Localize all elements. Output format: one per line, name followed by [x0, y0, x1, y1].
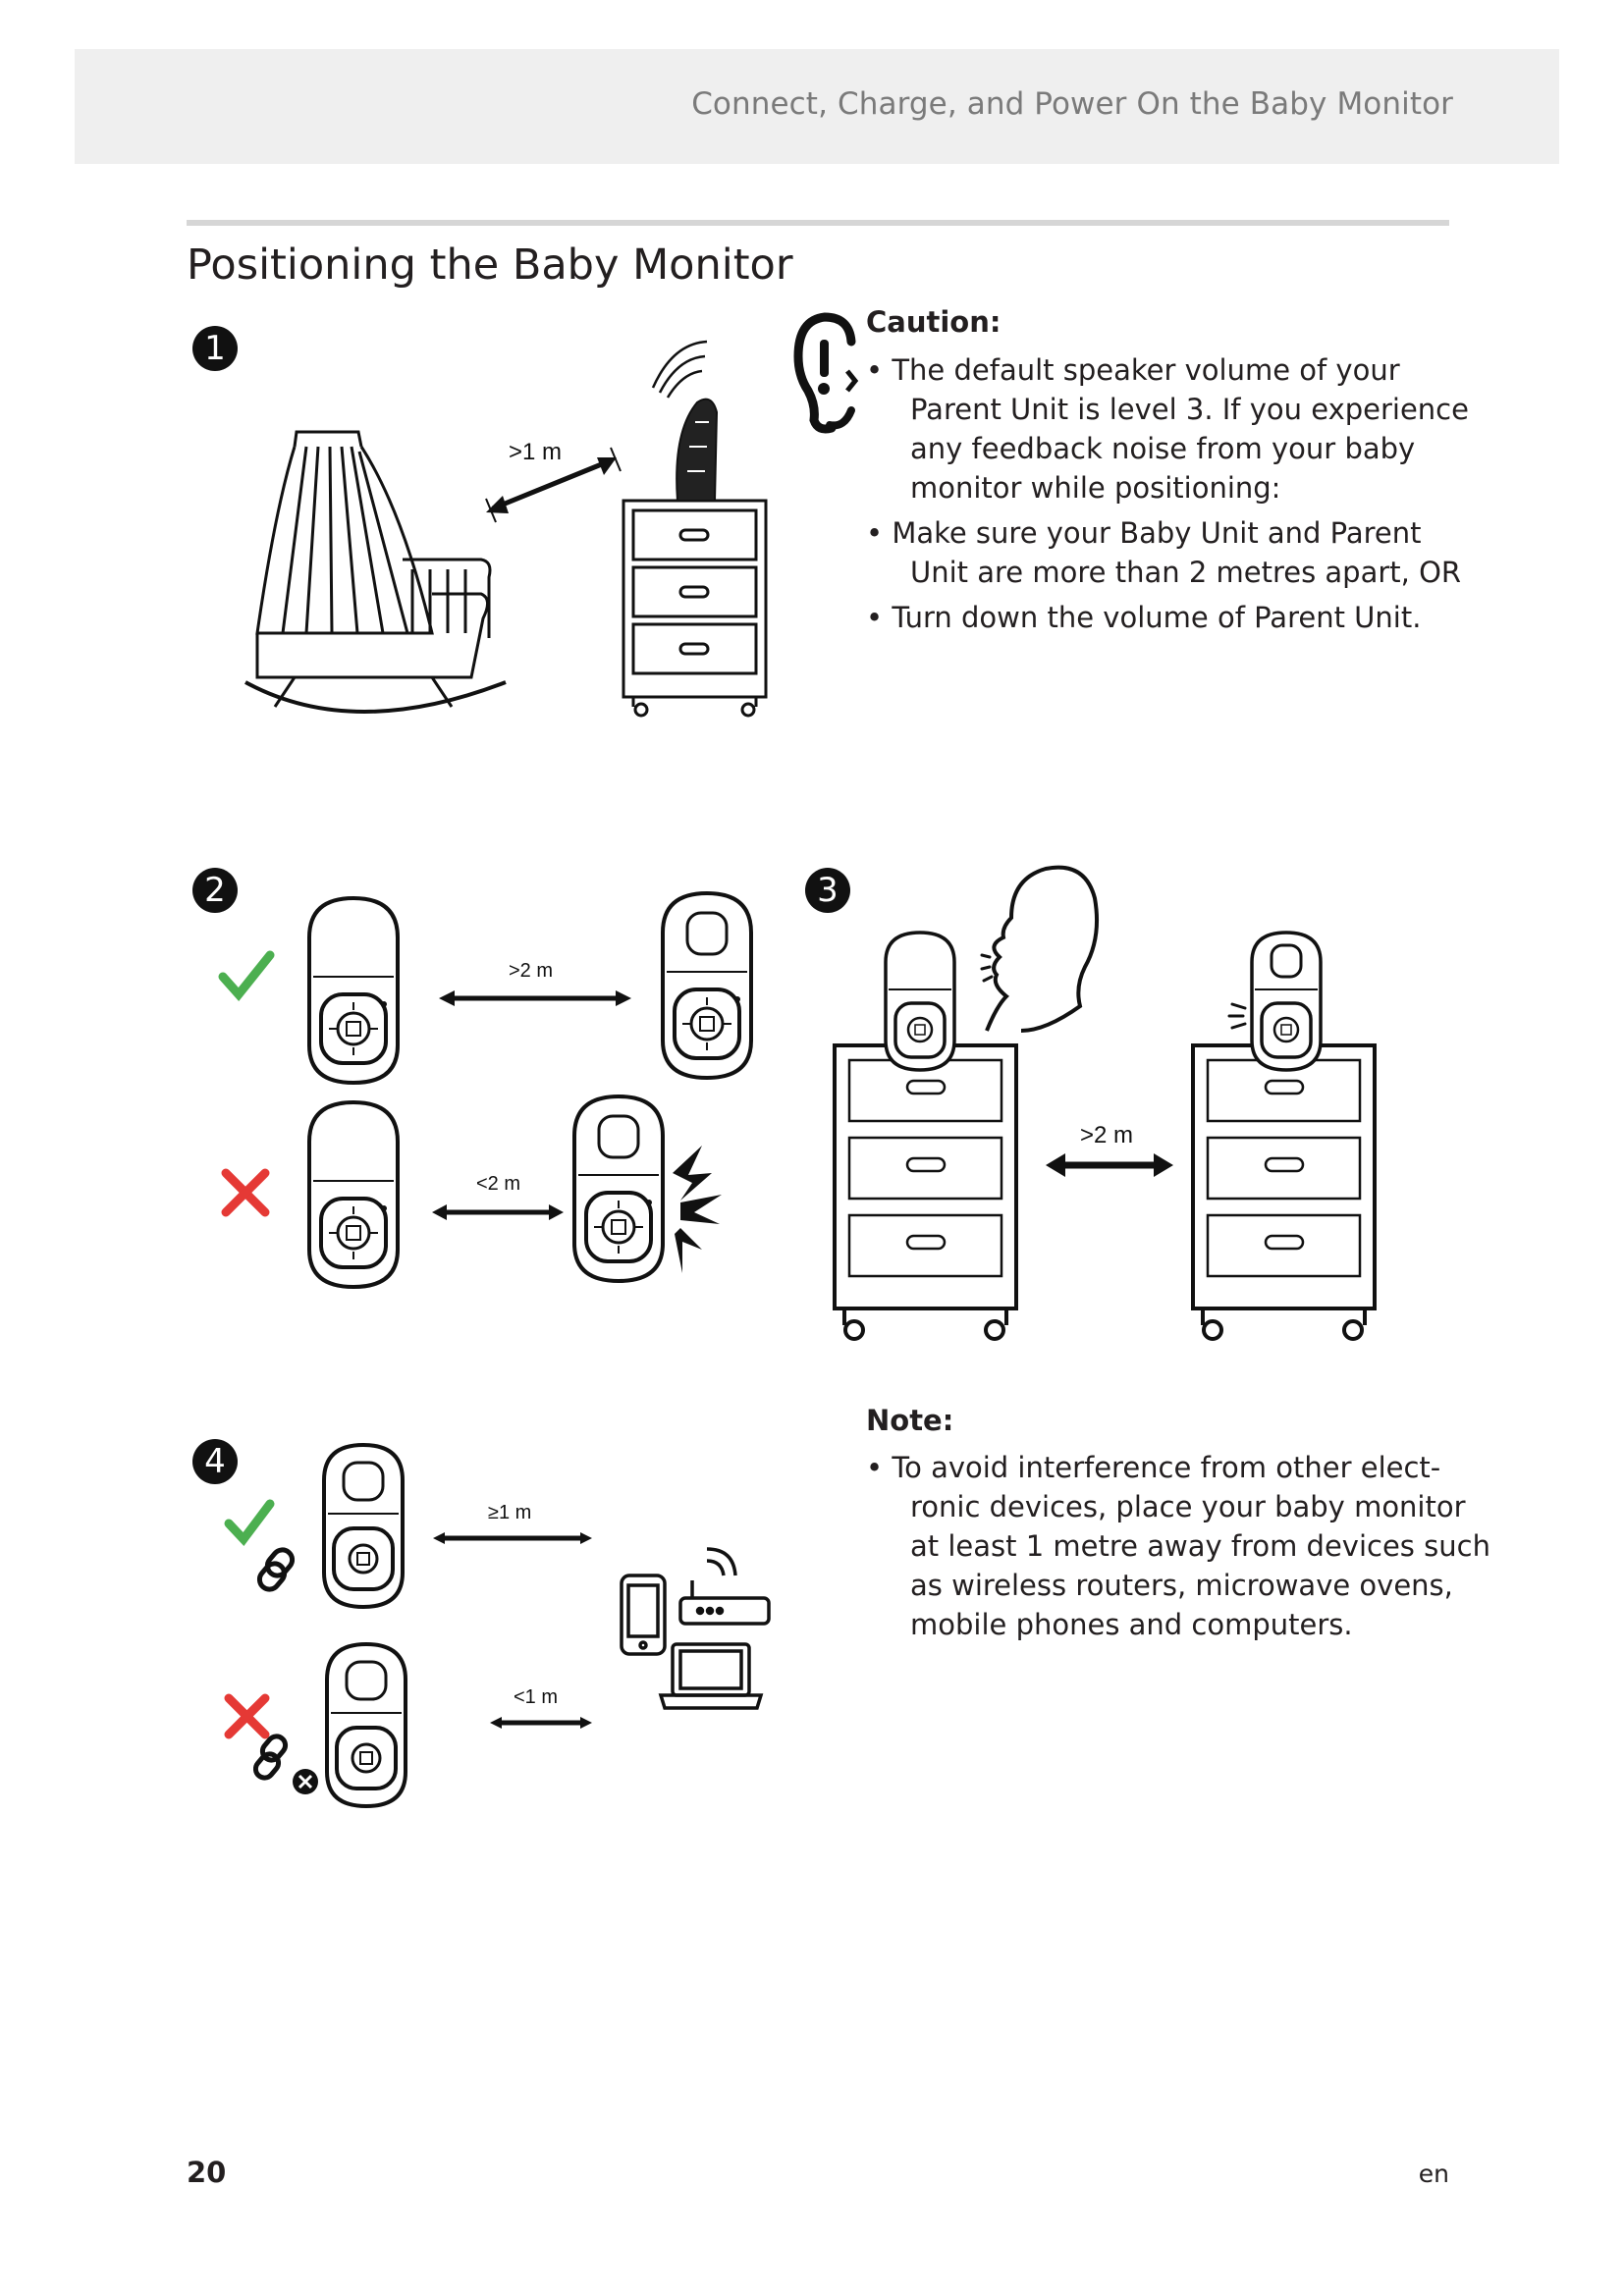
title-rule	[187, 220, 1449, 226]
cradle-icon	[245, 432, 506, 712]
distance-arrow	[1046, 1153, 1173, 1177]
caution-bullet-2-line-1: • Make sure your Baby Unit and Parent	[866, 513, 1469, 553]
note-list: • To avoid interference from other elect…	[866, 1448, 1490, 1644]
router-icon	[680, 1549, 769, 1624]
distance-arrow-ok	[439, 990, 631, 1006]
dresser-icon	[623, 501, 766, 716]
baby-unit-icon	[886, 933, 954, 1070]
distance-label-step3: >2 m	[1080, 1122, 1133, 1149]
distance-arrow-ok	[433, 1532, 592, 1544]
caution-bullet-1-line-4: monitor while positioning:	[866, 468, 1469, 507]
link-icon	[255, 1546, 296, 1593]
check-icon	[229, 1504, 270, 1539]
baby-unit-icon	[309, 898, 398, 1083]
distance-label-step4-bad: <1 m	[514, 1686, 558, 1709]
note-line-4: as wireless routers, microwave ovens,	[866, 1566, 1490, 1605]
broken-link-icon	[252, 1733, 318, 1794]
speaker-noise-icon	[1229, 1004, 1245, 1028]
baby-unit-icon	[309, 1102, 398, 1287]
distance-label-step2-bad: <2 m	[476, 1173, 520, 1196]
caution-bullet-1-line-3: any feedback noise from your baby	[866, 429, 1469, 468]
note-line-2: ronic devices, place your baby monitor	[866, 1487, 1490, 1526]
parent-unit-icon	[327, 1644, 406, 1806]
distance-label-step4-ok: ≥1 m	[488, 1502, 531, 1524]
page-number: 20	[187, 2156, 226, 2189]
parent-unit-icon	[324, 1445, 403, 1607]
note-line-1: • To avoid interference from other elect…	[866, 1448, 1490, 1487]
cross-icon	[229, 1698, 265, 1735]
distance-label-step1: >1 m	[509, 439, 562, 466]
section-title: Connect, Charge, and Power On the Baby M…	[691, 86, 1453, 122]
parent-unit-icon	[574, 1096, 663, 1281]
dresser-icon	[1193, 1045, 1375, 1339]
caution-bullet-1-line-1: • The default speaker volume of your	[866, 350, 1469, 390]
distance-label-step2-ok: >2 m	[509, 960, 553, 983]
caution-list: • The default speaker volume of your Par…	[866, 350, 1469, 637]
step2-illustration	[211, 888, 761, 1301]
parent-unit-icon	[677, 400, 717, 501]
head-icon	[987, 868, 1097, 1031]
dresser-icon	[835, 1045, 1016, 1339]
step-badge-1: 1	[192, 326, 238, 371]
step3-illustration	[835, 859, 1394, 1340]
step4-illustration	[211, 1433, 781, 1826]
laptop-icon	[661, 1644, 761, 1708]
caution-heading: Caution:	[866, 305, 1001, 339]
language-code: en	[1419, 2160, 1449, 2188]
note-line-3: at least 1 metre away from devices such	[866, 1526, 1490, 1566]
distance-arrow-bad	[490, 1717, 592, 1729]
phone-icon	[622, 1575, 665, 1654]
note-heading: Note:	[866, 1404, 953, 1437]
check-icon	[223, 955, 270, 994]
feedback-noise-icon	[673, 1146, 722, 1273]
note-line-5: mobile phones and computers.	[866, 1605, 1490, 1644]
ear-caution-icon	[790, 312, 869, 435]
caution-bullet-3-line-1: • Turn down the volume of Parent Unit.	[866, 598, 1469, 637]
caution-bullet-1-line-2: Parent Unit is level 3. If you experienc…	[866, 390, 1469, 429]
voice-lines-icon	[982, 955, 992, 981]
distance-arrow-bad	[432, 1204, 564, 1220]
parent-unit-icon	[663, 893, 751, 1078]
step1-illustration	[236, 353, 785, 726]
wave-icon	[653, 342, 707, 398]
parent-unit-icon	[1252, 933, 1321, 1070]
caution-bullet-2-line-2: Unit are more than 2 metres apart, OR	[866, 553, 1469, 592]
page-title: Positioning the Baby Monitor	[187, 240, 793, 290]
cross-icon	[226, 1173, 265, 1212]
